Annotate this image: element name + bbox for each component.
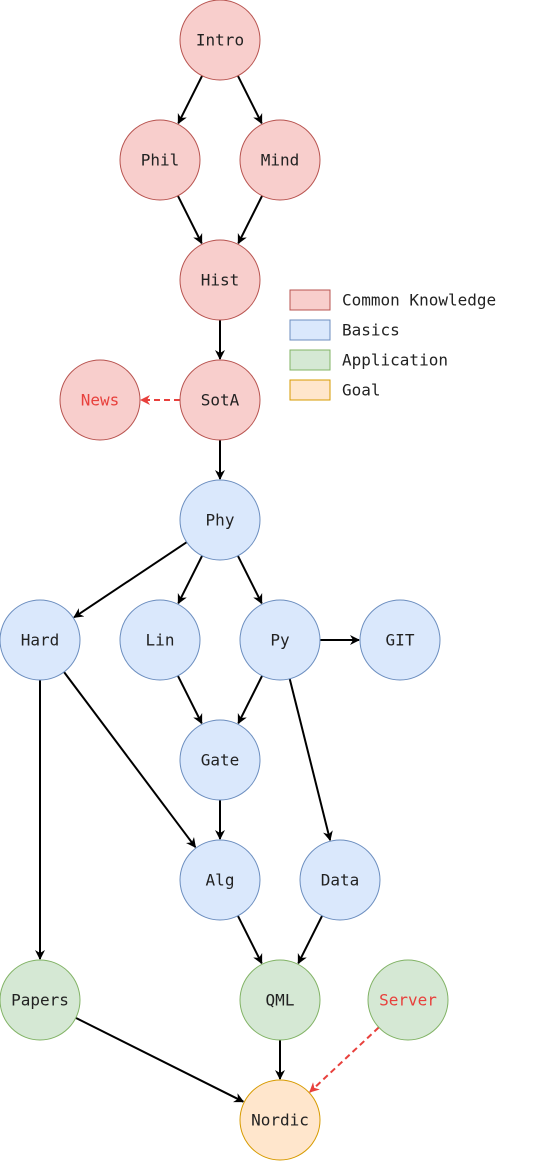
node-py: Py [239, 599, 321, 681]
node-circle-hard [0, 599, 81, 681]
edge-data-to-qml [297, 915, 323, 965]
node-circle-nordic [239, 1079, 321, 1161]
node-papers: Papers [0, 959, 81, 1041]
node-circle-hist [179, 239, 261, 321]
node-circle-lin [119, 599, 201, 681]
edge-alg-to-qml [237, 915, 263, 965]
node-circle-papers [0, 959, 81, 1041]
node-label-mind: Mind [261, 151, 300, 170]
edge-hard-to-alg [63, 671, 197, 849]
node-news: News [59, 359, 141, 441]
edge-server-to-nordic [309, 1026, 380, 1093]
node-phy: Phy [179, 479, 261, 561]
legend-label-goal: Goal [342, 381, 381, 400]
node-alg: Alg [179, 839, 261, 921]
node-hard: Hard [0, 599, 81, 681]
node-circle-data [299, 839, 381, 921]
edge-intro-to-mind [237, 75, 263, 125]
edge-phy-to-lin [177, 555, 203, 605]
edge-phy-to-py [237, 555, 263, 605]
legend-item-application: Application [289, 349, 448, 371]
node-circle-gate [179, 719, 261, 801]
legend-swatch-basics [289, 319, 331, 341]
node-label-papers: Papers [11, 991, 69, 1010]
node-circle-news [59, 359, 141, 441]
edge-intro-to-phil [177, 75, 203, 125]
node-circle-intro [179, 0, 261, 81]
legend-label-basics: Basics [342, 321, 400, 340]
node-sota: SotA [179, 359, 261, 441]
node-label-alg: Alg [206, 871, 235, 890]
legend-swatch-common [289, 289, 331, 311]
node-data: Data [299, 839, 381, 921]
legend-label-application: Application [342, 351, 448, 370]
node-label-phil: Phil [141, 151, 180, 170]
node-circle-alg [179, 839, 261, 921]
node-label-intro: Intro [196, 31, 244, 50]
node-circle-mind [239, 119, 321, 201]
node-label-data: Data [321, 871, 360, 890]
node-mind: Mind [239, 119, 321, 201]
edge-lin-to-gate [177, 675, 203, 725]
node-label-server: Server [379, 991, 437, 1010]
edge-phil-to-hist [177, 195, 203, 245]
node-server: Server [367, 959, 449, 1041]
edge-py-to-data [288, 678, 333, 842]
node-intro: Intro [179, 0, 261, 81]
node-label-news: News [81, 391, 120, 410]
legend-item-common: Common Knowledge [289, 289, 496, 311]
node-lin: Lin [119, 599, 201, 681]
node-circle-phil [119, 119, 201, 201]
legend-label-common: Common Knowledge [342, 291, 496, 310]
node-label-qml: QML [266, 991, 295, 1010]
node-circle-qml [239, 959, 321, 1041]
node-circle-py [239, 599, 321, 681]
node-git: GIT [359, 599, 441, 681]
node-circle-server [367, 959, 449, 1041]
node-label-phy: Phy [206, 511, 235, 530]
node-label-sota: SotA [201, 391, 240, 410]
node-label-nordic: Nordic [251, 1111, 309, 1130]
edge-py-to-gate [237, 675, 263, 725]
node-label-hard: Hard [21, 631, 60, 650]
legend-item-goal: Goal [289, 379, 381, 401]
edge-phy-to-hard [73, 541, 188, 619]
node-nordic: Nordic [239, 1079, 321, 1161]
node-label-py: Py [270, 631, 290, 650]
node-hist: Hist [179, 239, 261, 321]
node-gate: Gate [179, 719, 261, 801]
node-label-gate: Gate [201, 751, 240, 770]
legend-swatch-goal [289, 379, 331, 401]
edge-mind-to-hist [237, 195, 263, 245]
node-qml: QML [239, 959, 321, 1041]
node-label-hist: Hist [201, 271, 240, 290]
node-circle-git [359, 599, 441, 681]
edge-papers-to-nordic [75, 1017, 245, 1103]
node-phil: Phil [119, 119, 201, 201]
edges-layer [35, 75, 380, 1103]
node-label-git: GIT [386, 631, 415, 650]
node-circle-phy [179, 479, 261, 561]
node-label-lin: Lin [146, 631, 175, 650]
legend-item-basics: Basics [289, 319, 400, 341]
legend-swatch-application [289, 349, 331, 371]
node-circle-sota [179, 359, 261, 441]
